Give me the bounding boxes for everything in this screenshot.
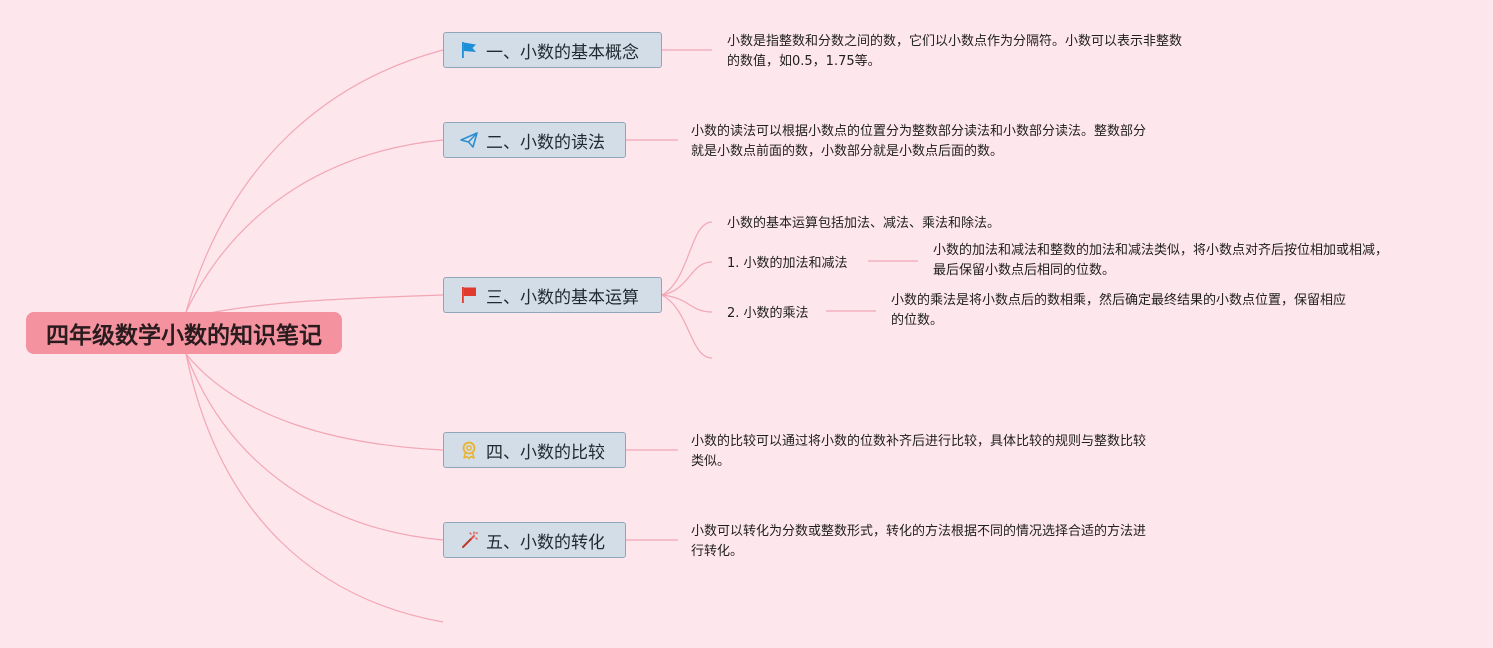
branch-line-4	[185, 353, 444, 451]
topic-comparison[interactable]: 四、小数的比较	[443, 432, 626, 468]
topic-label: 五、小数的转化	[486, 532, 605, 553]
topic-note: 小数的读法可以根据小数点的位置分为整数部分读法和小数部分读法。整数部分 就是小数…	[691, 124, 1147, 159]
branch-line-1	[185, 49, 444, 313]
branch-line-2	[185, 139, 444, 313]
branch-line-6	[185, 353, 444, 623]
root-label: 四年级数学小数的知识笔记	[46, 323, 322, 349]
topic-label: 三、小数的基本运算	[486, 287, 639, 308]
branch-line-5	[185, 353, 444, 541]
topic-conversion[interactable]: 五、小数的转化	[443, 522, 626, 558]
topic-label: 二、小数的读法	[486, 132, 605, 153]
topic-reading[interactable]: 二、小数的读法	[443, 122, 626, 158]
branch-line-3	[185, 294, 444, 319]
fan-line-empty	[661, 294, 713, 359]
red-flag-icon	[458, 284, 480, 306]
topic-note: 小数可以转化为分数或整数形式，转化的方法根据不同的情况选择合适的方法进 行转化。	[691, 524, 1147, 559]
paper-plane-icon	[458, 129, 480, 151]
topic-label: 四、小数的比较	[486, 442, 605, 463]
topic-note: 小数是指整数和分数之间的数，它们以小数点作为分隔符。小数可以表示非整数 的数值，…	[727, 34, 1183, 69]
root-node[interactable]: 四年级数学小数的知识笔记	[26, 312, 342, 354]
subtopic-multiply[interactable]: 2. 小数的乘法	[727, 306, 809, 321]
topic-label: 一、小数的基本概念	[486, 42, 639, 63]
topic-note: 小数的比较可以通过将小数的位数补齐后进行比较，具体比较的规则与整数比较 类似。	[691, 434, 1147, 469]
topic-basic-concept[interactable]: 一、小数的基本概念	[443, 32, 662, 68]
blue-flag-icon	[458, 39, 480, 61]
operations-intro: 小数的基本运算包括加法、减法、乘法和除法。	[727, 216, 1001, 231]
topic-basic-operations[interactable]: 三、小数的基本运算	[443, 277, 662, 313]
fan-line-sub2	[661, 294, 713, 313]
award-medal-icon	[458, 439, 480, 461]
subtopic-add-subtract[interactable]: 1. 小数的加法和减法	[727, 256, 848, 271]
subtopic-note: 小数的加法和减法和整数的加法和减法类似，将小数点对齐后按位相加或相减， 最后保留…	[933, 243, 1389, 278]
fan-line-intro	[661, 221, 713, 296]
subtopic-note: 小数的乘法是将小数点后的数相乘，然后确定最终结果的小数点位置，保留相应 的位数。	[891, 293, 1347, 328]
fan-line-sub1	[661, 261, 713, 296]
magic-wand-icon	[458, 529, 480, 551]
